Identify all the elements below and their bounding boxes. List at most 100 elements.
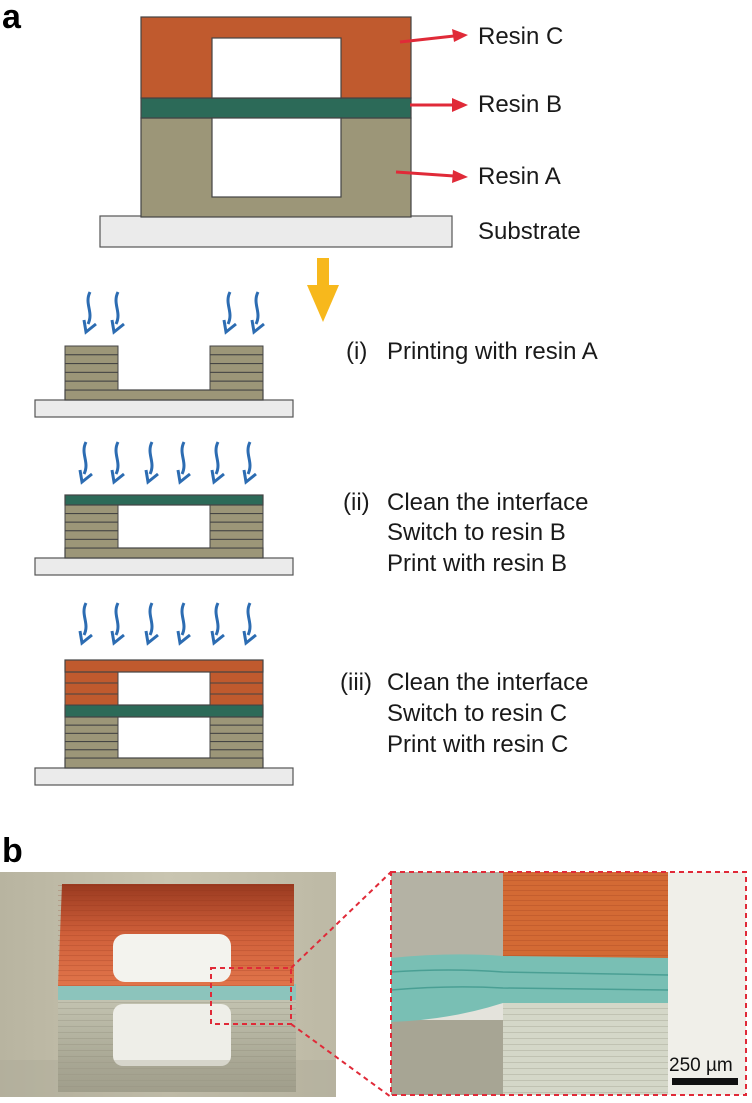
pillar-layer [209, 380, 264, 391]
light-ray [148, 602, 154, 636]
pillar-layer [64, 749, 119, 759]
pillar-layer [64, 682, 119, 695]
zoom-frame [390, 871, 747, 1096]
pillar-layer [64, 671, 119, 684]
light-ray [180, 441, 186, 475]
light-ray [86, 291, 92, 325]
pillar-layer [64, 724, 119, 734]
pillar-layer [64, 354, 119, 365]
step-ii-number: (ii) [343, 489, 370, 516]
zoom-connector-bottom [290, 1023, 392, 1098]
light-ray-head [110, 319, 125, 335]
pillar-layer [209, 521, 264, 532]
step-ii-line-1: Clean the interface [387, 489, 588, 516]
pillar-layer [209, 513, 264, 523]
step-iii-line-3: Print with resin C [387, 731, 568, 758]
pillar-layer [209, 538, 264, 549]
pillar-layer [209, 671, 264, 684]
pillar-layer [64, 513, 119, 523]
pillar-layer [209, 371, 264, 382]
light-ray [214, 441, 220, 475]
hole-lower [211, 117, 342, 198]
light-rays-step-iii [78, 602, 257, 646]
pillar-layer [209, 693, 264, 706]
pillar-layer [64, 363, 119, 373]
light-ray-head [242, 469, 257, 485]
pillar-layer [64, 741, 119, 751]
light-ray [114, 291, 120, 325]
light-ray-head [176, 630, 191, 646]
zoom-region-box [210, 967, 292, 1025]
red-arrow-resin-b [410, 98, 468, 112]
pillar-layer [64, 504, 119, 515]
pillar-layer [209, 504, 264, 515]
pillar-layer [64, 521, 119, 532]
step-i-line-1: Printing with resin A [387, 338, 598, 365]
light-ray-head [242, 630, 257, 646]
light-ray-head [144, 469, 159, 485]
light-ray [114, 602, 120, 636]
light-ray-head [78, 630, 93, 646]
label-resin-b: Resin B [478, 91, 562, 118]
step-iii-number: (iii) [340, 669, 372, 696]
light-ray-head [82, 319, 97, 335]
step-iii-line-1: Clean the interface [387, 669, 588, 696]
micrograph-zoom [391, 872, 746, 1095]
label-resin-c: Resin C [478, 23, 563, 50]
light-ray [180, 602, 186, 636]
micrograph-overview [0, 872, 336, 1097]
light-ray-head [176, 469, 191, 485]
light-ray [82, 441, 88, 475]
pillar-layer [64, 345, 119, 356]
pillar-layer [209, 724, 264, 734]
light-ray [246, 441, 252, 475]
light-ray-head [78, 469, 93, 485]
light-ray [82, 602, 88, 636]
pillar-layer [209, 345, 264, 356]
pillar-layer [209, 354, 264, 365]
light-ray-head [110, 469, 125, 485]
light-ray-head [210, 469, 225, 485]
pillar-layer [64, 530, 119, 540]
panel-b-label: b [2, 832, 23, 870]
label-resin-a: Resin A [478, 163, 561, 190]
light-ray [114, 441, 120, 475]
pillar-layer [209, 682, 264, 695]
pillar-layer [209, 363, 264, 373]
pillar-layer [64, 716, 119, 726]
light-ray-head [110, 630, 125, 646]
light-ray [254, 291, 260, 325]
light-rays-step-i [82, 291, 265, 335]
light-ray [148, 441, 154, 475]
step-ii-line-2: Switch to resin B [387, 519, 566, 546]
step-iii-line-2: Switch to resin C [387, 700, 567, 727]
red-arrow-resin-a [395, 170, 468, 183]
panel-a-label: a [2, 0, 22, 36]
yellow-down-arrow [307, 258, 339, 322]
pillar-layer [209, 749, 264, 759]
step-ii-line-3: Print with resin B [387, 550, 567, 577]
step-iii-schematic [34, 659, 294, 786]
pillar-layer [64, 538, 119, 549]
substrate-top [99, 215, 453, 248]
step-i-number: (i) [346, 338, 367, 365]
top-schematic [99, 16, 453, 248]
hole-upper [211, 37, 342, 99]
pillar-layer [209, 732, 264, 743]
light-ray [246, 602, 252, 636]
light-ray-head [250, 319, 265, 335]
step-i-schematic [34, 345, 294, 418]
pillar-layer [64, 380, 119, 391]
light-ray-head [210, 630, 225, 646]
pillar-layer [209, 741, 264, 751]
resin-b-layer [140, 97, 412, 119]
light-ray-head [144, 630, 159, 646]
light-ray [226, 291, 232, 325]
pillar-layer [64, 732, 119, 743]
light-ray-head [222, 319, 237, 335]
pillar-layer [209, 530, 264, 540]
pillar-layer [209, 716, 264, 726]
scale-bar-label: 250 µm [669, 1055, 733, 1076]
scale-bar [672, 1078, 738, 1085]
